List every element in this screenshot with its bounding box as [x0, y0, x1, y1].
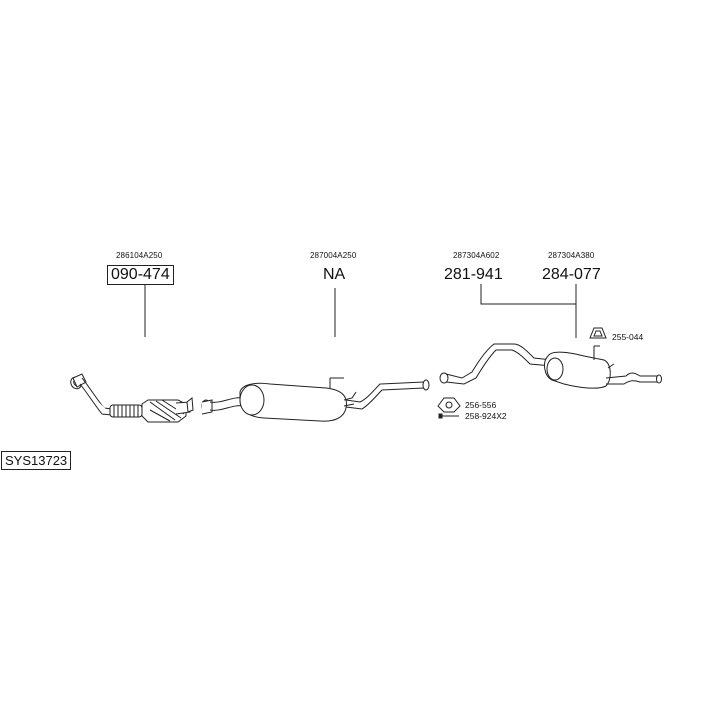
- accessory-label[interactable]: 258-924X2: [465, 411, 507, 421]
- center-muffler: [201, 377, 430, 422]
- part-number: NA: [323, 266, 346, 283]
- oem-code: 287304A380: [548, 251, 595, 260]
- part-number[interactable]: 284-077: [542, 266, 601, 283]
- part-number[interactable]: 281-941: [444, 266, 503, 283]
- leader-bracket-281-941-284-077: [480, 284, 577, 338]
- front-pipe-catalyst: [70, 373, 194, 423]
- oem-code: 287004A250: [310, 251, 357, 260]
- accessory-label[interactable]: 255-044: [612, 332, 644, 342]
- gasket-icon: [437, 397, 461, 413]
- part-number[interactable]: 090-474: [107, 265, 174, 285]
- bolt-icon: [438, 413, 459, 419]
- rubber-hanger-icon: [589, 327, 607, 339]
- oem-code: 287304A602: [453, 251, 500, 260]
- rear-pipe-muffler: [439, 343, 662, 389]
- system-code: SYS13723: [1, 451, 72, 470]
- oem-code: 286104A250: [116, 251, 163, 260]
- accessory-label[interactable]: 256-556: [465, 400, 497, 410]
